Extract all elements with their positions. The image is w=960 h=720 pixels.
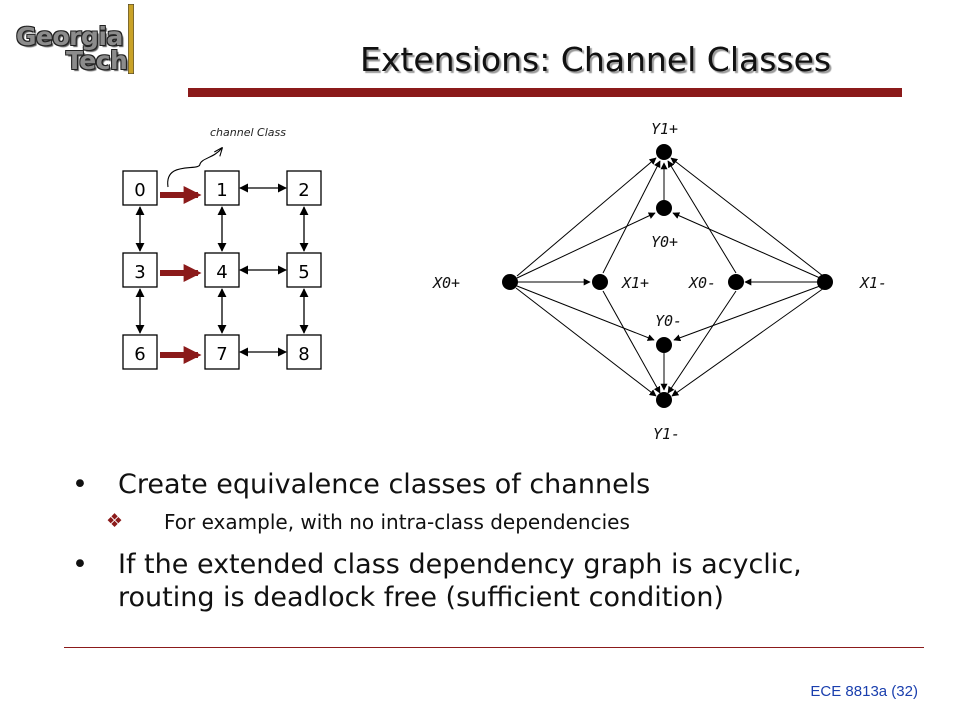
graph-node-y1m [656,392,672,408]
slide-footer: ECE 8813a (32) [810,683,918,700]
edge-x1m-y1p [670,157,824,277]
channel-class-annotation: channel Class [210,126,286,139]
graph-node-x0m [728,274,744,290]
label-x0p: X0+ [432,274,460,292]
edge-x1p-y1m [602,290,661,394]
graph-node-x1p [592,274,608,290]
mesh-node: 0 [122,170,158,206]
graph-node-y0m [656,337,672,353]
edge-x0m-y1p [667,160,737,274]
edge-x0p-y1m [515,287,657,397]
footer-rule [64,647,924,648]
graph-node-x1m [817,274,833,290]
mesh-node: 5 [286,252,322,288]
mesh-diagram: channel Class 0 1 2 3 4 5 6 7 8 [122,126,322,370]
sub-bullet-text: For example, with no intra-class depende… [164,510,630,534]
mesh-node-label: 6 [134,344,145,365]
mesh-node-label: 5 [298,262,309,283]
bullet-text: Create equivalence classes of channels [118,469,651,500]
label-x1m: X1- [859,274,887,292]
georgia-tech-logo: Georgia Tech [14,4,138,80]
edge-x0m-y1m [667,290,737,394]
mesh-node-label: 3 [134,262,145,283]
label-y0m: Y0- [655,312,682,330]
edge-x1p-y1p [602,160,661,274]
graph-node-y1p [656,144,672,160]
mesh-node-label: 4 [216,262,227,283]
title-underline [188,88,902,97]
mesh-node: 3 [122,252,158,288]
label-x0m: X0- [688,274,716,292]
class-dependency-graph: Y1+ Y0+ X0+ X1+ X0- X1- Y0- Y1- [432,120,887,443]
mesh-node: 6 [122,334,158,370]
figure: channel Class 0 1 2 3 4 5 6 7 8 [122,120,887,443]
edge-x1m-y0m [673,285,821,342]
mesh-node-label: 2 [298,180,309,201]
mesh-node: 2 [286,170,322,206]
label-y1p: Y1+ [651,120,678,138]
mesh-node-label: 0 [134,180,145,201]
edge-x1m-y1m [671,287,825,397]
mesh-node-label: 7 [216,344,227,365]
mesh-node: 4 [204,252,240,288]
mesh-node-label: 8 [298,344,309,365]
mesh-node-label: 1 [216,180,227,201]
mesh-node: 8 [286,334,322,370]
slide-title: Extensions: Channel Classes [360,40,832,79]
bullet-dot-icon: • [72,549,88,580]
bullet-dot-icon: • [72,469,88,500]
edge-x0p-y0m [516,285,655,341]
logo-tower-icon [128,4,134,74]
label-y0p: Y0+ [651,233,678,251]
edge-x0p-y1p [516,157,657,277]
label-x1p: X1+ [621,274,649,292]
mesh-node: 1 [204,170,240,206]
label-y1m: Y1- [653,425,680,443]
bullet-text: If the extended class dependency graph i… [118,549,802,613]
edge-x0p-y0p [516,212,656,279]
annotation-pointer [167,148,222,188]
graph-node-x0p [502,274,518,290]
graph-node-y0p [656,200,672,216]
diamond-bullet-icon: ❖ [106,510,124,532]
edge-x1m-y0p [672,212,821,279]
logo-line1: Georgia [16,22,123,51]
mesh-node: 7 [204,334,240,370]
logo-line2: Tech [66,46,128,75]
